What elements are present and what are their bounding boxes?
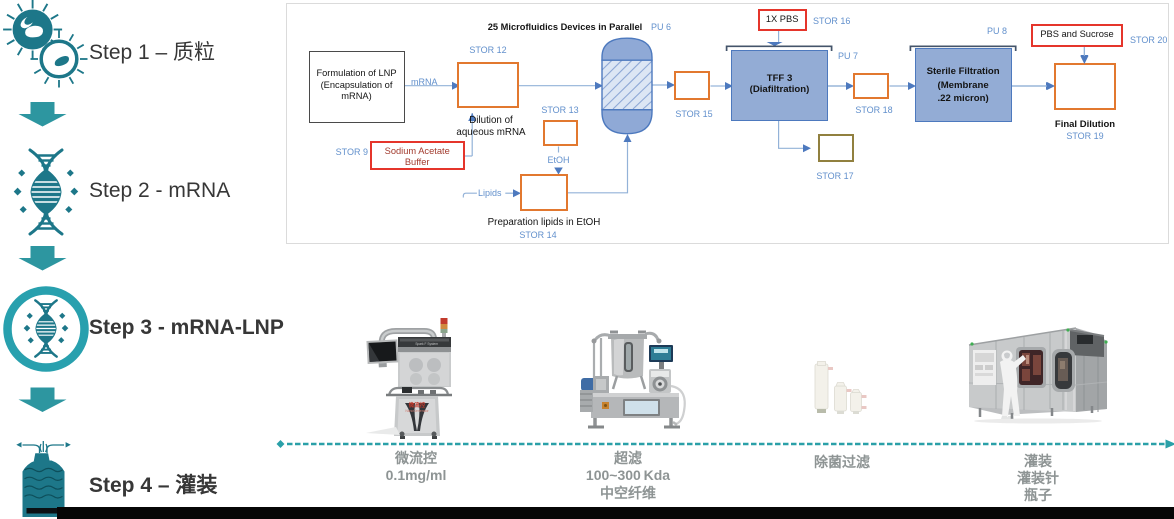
svg-text:NanoGenerator: NanoGenerator	[405, 409, 429, 413]
svg-text:微流控: 微流控	[408, 401, 426, 409]
svg-text:Spark F System: Spark F System	[415, 342, 438, 346]
